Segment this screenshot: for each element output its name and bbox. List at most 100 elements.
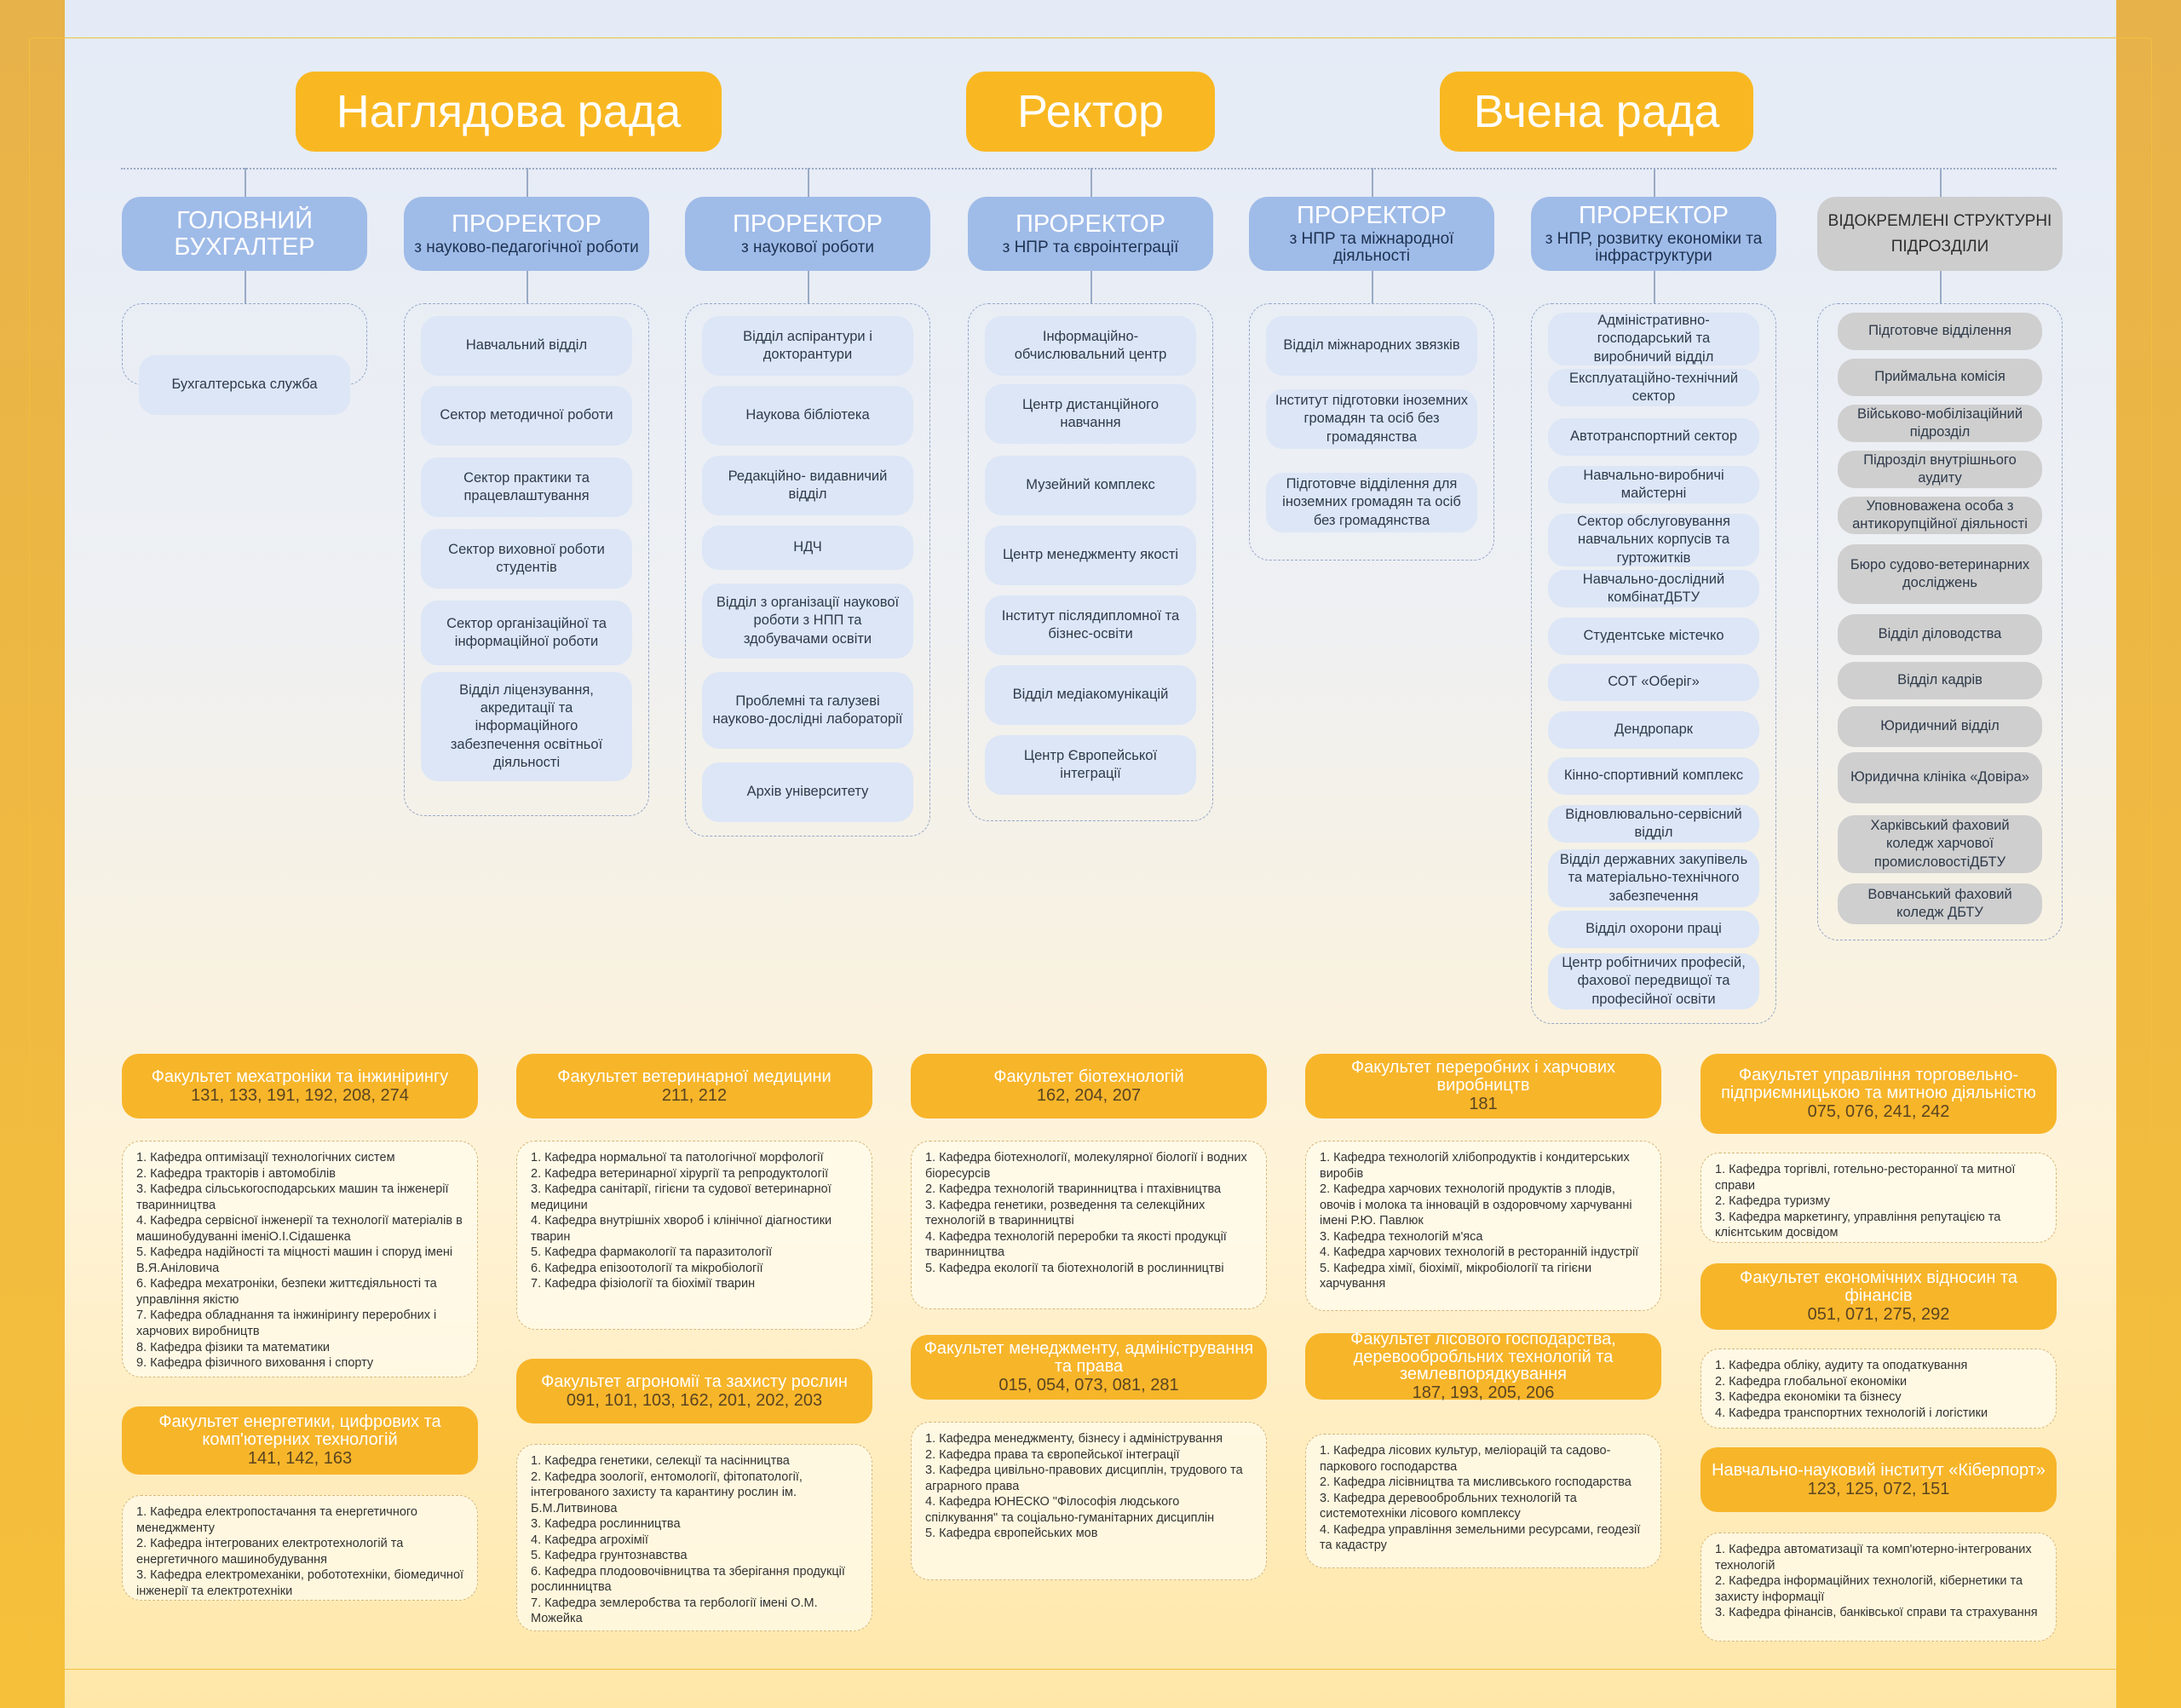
faculty-department-list: 1. Кафедра електропостачання та енергети…	[122, 1495, 478, 1601]
faculty-department-list: 1. Кафедра генетики, селекції та насінни…	[516, 1444, 872, 1631]
department-item: Відділ державних закупівель та матеріаль…	[1548, 849, 1759, 907]
faculty-department: 3. Кафедра електромеханіки, робототехнік…	[136, 1568, 464, 1598]
faculty-department: 3. Кафедра деревообробльних технологій т…	[1320, 1491, 1577, 1521]
department-item: Редакційно- видавничий відділ	[702, 456, 913, 515]
faculty-department: 1. Кафедра менеджменту, бізнесу і адміні…	[925, 1432, 1223, 1446]
faculty-name: Факультет управління торговельно-підприє…	[1721, 1066, 2036, 1102]
department-item: Кінно-спортивний комплекс	[1548, 757, 1759, 795]
faculty-department: 3. Кафедра маркетингу, управління репута…	[1715, 1210, 2001, 1240]
department-item: Бухгалтерська служба	[139, 355, 350, 415]
faculty-department-list: 1. Кафедра технологій хлібопродуктів і к…	[1305, 1141, 1661, 1311]
department-item: Адміністративно-господарський та виробни…	[1548, 313, 1759, 365]
left-border-band	[0, 0, 65, 1708]
department-item: Сектор практики та працевлаштування	[421, 457, 632, 517]
faculty-department-list: 1. Кафедра оптимізації технологічних сис…	[122, 1141, 478, 1377]
column-header-subtitle: з НПР та міжнародної діяльності	[1289, 229, 1454, 265]
department-item: Відділ аспірантури і докторантури	[702, 316, 913, 376]
department-item: Дендропарк	[1548, 711, 1759, 749]
department-item: Інформаційно-обчислювальний центр	[985, 316, 1196, 376]
faculty-department: 6. Кафедра епізоотології та мікробіологі…	[531, 1261, 763, 1275]
faculty-department: 2. Кафедра харчових технологій продуктів…	[1320, 1182, 1632, 1228]
department-item: Юридична клініка «Довіра»	[1838, 752, 2042, 803]
faculty-specialty-codes: 211, 212	[661, 1086, 728, 1105]
faculty-department-list: 1. Кафедра автоматизації та комп'ютерно-…	[1700, 1533, 2057, 1642]
column-header-title: ПРОРЕКТОР	[1297, 202, 1447, 230]
faculty-department: 4. Кафедра ЮНЕСКО "Філософія людського с…	[925, 1495, 1215, 1525]
faculty-department: 4. Кафедра сервісної інженерії та технол…	[136, 1214, 463, 1244]
connector-line	[527, 271, 528, 303]
faculty-department: 3. Кафедра цивільно-правових дисциплін, …	[925, 1464, 1243, 1493]
department-item: Відділ медіакомунікацій	[985, 665, 1196, 725]
faculty-header: Факультет енергетики, цифрових та комп'ю…	[122, 1406, 478, 1475]
faculty-department: 4. Кафедра внутрішніх хвороб і клінічної…	[531, 1214, 832, 1244]
faculty-name: Факультет лісового господарства, деревоо…	[1350, 1330, 1616, 1383]
connector-line	[121, 168, 2057, 170]
column-header-subtitle: з науково-педагогічної роботи	[414, 238, 639, 256]
faculty-name: Факультет менеджменту, адміністрування т…	[924, 1339, 1254, 1376]
department-item: Уповноважена особа з антикорупційної дія…	[1838, 497, 2042, 534]
faculty-specialty-codes: 141, 142, 163	[247, 1449, 353, 1469]
department-item: Сектор методичної роботи	[421, 386, 632, 446]
faculty-header: Факультет лісового господарства, деревоо…	[1305, 1330, 1661, 1402]
faculty-department-list: 1. Кафедра нормальної та патологічної мо…	[516, 1141, 872, 1330]
column-header-0: ГОЛОВНИЙ БУХГАЛТЕР	[122, 197, 367, 271]
faculty-department: 6. Кафедра плодоовочівництва та зберіган…	[531, 1564, 845, 1595]
department-item: Інститут підготовки іноземних громадян т…	[1266, 389, 1477, 449]
faculty-department: 2. Кафедра права та європейської інтегра…	[925, 1447, 1180, 1462]
department-item: Відділ міжнародних звязків	[1266, 316, 1477, 376]
faculty-specialty-codes: 162, 204, 207	[1036, 1086, 1142, 1105]
department-item: Сектор виховної роботи студентів	[421, 529, 632, 589]
faculty-header: Навчально-науковий інститут «Кіберпорт»1…	[1700, 1447, 2057, 1512]
faculty-department: 2. Кафедра тракторів і автомобілів	[136, 1166, 336, 1181]
faculty-department: 1. Кафедра електропостачання та енергети…	[136, 1505, 417, 1535]
faculty-department: 7. Кафедра землеробства та гербології ім…	[531, 1596, 818, 1626]
faculty-department: 3. Кафедра сільськогосподарських машин т…	[136, 1182, 449, 1212]
faculty-department: 2. Кафедра ветеринарної хірургії та репр…	[531, 1166, 829, 1181]
faculty-department: 9. Кафедра фізичного виховання і спорту	[136, 1356, 374, 1371]
faculty-name: Факультет біотехнологій	[993, 1067, 1184, 1086]
department-item: Відділ з організації наукової роботи з Н…	[702, 584, 913, 658]
column-header-title: ГОЛОВНИЙ БУХГАЛТЕР	[174, 207, 315, 261]
department-item: Навчальний відділ	[421, 316, 632, 376]
faculty-header: Факультет управління торговельно-підприє…	[1700, 1054, 2057, 1134]
column-header-title: ВІДОКРЕМЛЕНІ СТРУКТУРНІ ПІДРОЗДІЛИ	[1827, 212, 2052, 256]
column-header-title: ПРОРЕКТОР	[1579, 202, 1729, 230]
connector-line	[1090, 271, 1092, 303]
faculty-name: Факультет економічних відносин та фінанс…	[1739, 1268, 2017, 1305]
column-header-title: ПРОРЕКТОР	[1016, 210, 1165, 239]
connector-line	[1654, 271, 1655, 303]
department-item: Центр дистанційного навчання	[985, 384, 1196, 444]
faculty-department: 4. Кафедра технологій переробки та якост…	[925, 1229, 1227, 1260]
connector-line	[808, 168, 809, 197]
faculty-department: 1. Кафедра лісових культур, меліорацій т…	[1320, 1444, 1611, 1474]
faculty-department: 4. Кафедра харчових технологій в рестора…	[1320, 1245, 1639, 1260]
faculty-department: 3. Кафедра економіки та бізнесу	[1715, 1390, 1902, 1405]
connector-line	[245, 271, 246, 303]
department-item: Приймальна комісія	[1838, 359, 2042, 396]
faculty-department: 4. Кафедра транспортних технологій і лог…	[1715, 1406, 1988, 1420]
department-item: Сектор обслуговування навчальних корпусі…	[1548, 514, 1759, 566]
faculty-department: 2. Кафедра зоології, ентомології, фітопа…	[531, 1469, 803, 1515]
faculty-name: Навчально-науковий інститут «Кіберпорт»	[1712, 1460, 2046, 1480]
faculty-department: 5. Кафедра надійності та міцності машин …	[136, 1245, 453, 1275]
faculty-department-list: 1. Кафедра обліку, аудиту та оподаткуван…	[1700, 1349, 2057, 1429]
faculty-department: 6. Кафедра мехатроніки, безпеки життєдія…	[136, 1277, 437, 1307]
column-header-subtitle: з НПР та євроінтеграції	[1002, 238, 1179, 256]
faculty-department: 4. Кафедра агрохімії	[531, 1533, 648, 1547]
connector-line	[1940, 271, 1942, 303]
faculty-department: 1. Кафедра генетики, селекції та насінни…	[531, 1454, 790, 1468]
rector-box: Ректор	[966, 72, 1215, 152]
faculty-department: 7. Кафедра фізіології та біохімії тварин	[531, 1277, 756, 1291]
faculty-department: 3. Кафедра технологій м'яса	[1320, 1229, 1483, 1244]
department-item: Студентське містечко	[1548, 618, 1759, 655]
faculty-department: 1. Кафедра торгівлі, готельно-ресторанно…	[1715, 1163, 2016, 1193]
